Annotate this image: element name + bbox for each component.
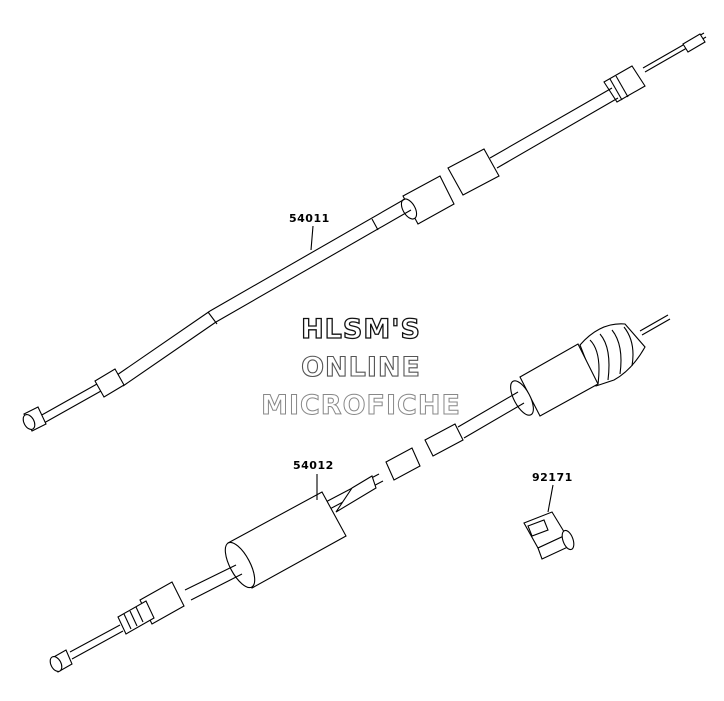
part-number-54012: 54012	[293, 459, 334, 472]
cable-54012	[49, 314, 671, 673]
cable-54011	[22, 32, 707, 432]
watermark-line-3: MICROFICHE	[261, 390, 461, 421]
part-number-54011: 54011	[289, 212, 330, 225]
part-number-92171: 92171	[532, 471, 573, 484]
clamp-92171	[523, 484, 575, 560]
watermark-line-2: ONLINE	[301, 352, 421, 383]
watermark-line-1: HLSM'S	[301, 314, 421, 345]
